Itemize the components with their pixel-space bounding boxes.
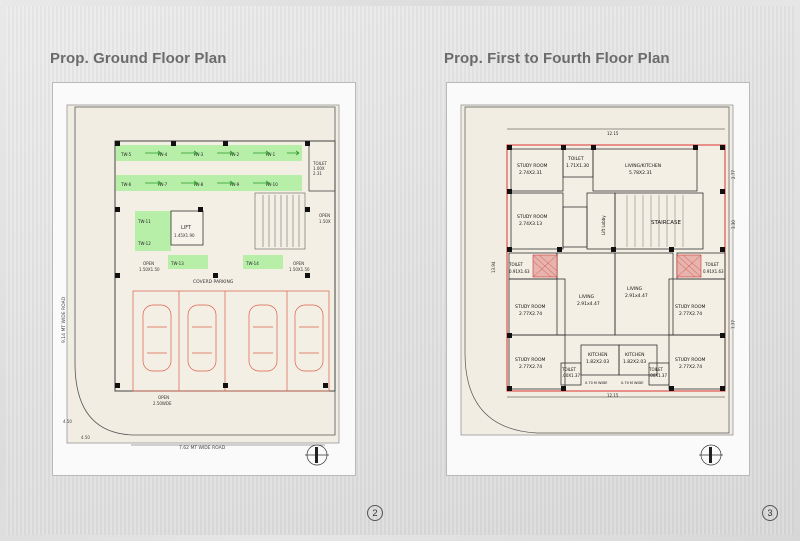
gf-open-left-size: 1.50X1.50 bbox=[139, 267, 160, 272]
ff-room-label: STUDY ROOM bbox=[675, 304, 706, 310]
ff-room-size: .00X1.37 bbox=[562, 373, 580, 378]
gf-open-left: OPEN bbox=[143, 261, 154, 266]
ff-room-label: TOILET bbox=[508, 262, 524, 267]
two-wheeler-bays bbox=[116, 145, 302, 269]
gf-lift-label: LIFT bbox=[181, 225, 192, 231]
ff-room-size: 2.91x4.47 bbox=[577, 301, 600, 307]
tw-label: TW-12 bbox=[137, 241, 151, 246]
page-number-right: 3 bbox=[762, 505, 778, 521]
ff-room-size: 1.82X2.03 bbox=[586, 359, 609, 365]
tw-label: TW-7 bbox=[156, 182, 168, 187]
ff-dim-left: 13.94 bbox=[491, 261, 496, 273]
ff-room-size: 2.77X2.74 bbox=[519, 311, 542, 317]
gf-covered-parking: COVERD PARKING bbox=[193, 279, 234, 285]
tw-label: TW-14 bbox=[245, 261, 259, 266]
ff-room-label: STUDY ROOM bbox=[517, 214, 548, 220]
ff-walls bbox=[508, 148, 726, 390]
tw-label: TW-4 bbox=[156, 152, 168, 157]
ff-dim-right-1: 2.77 bbox=[731, 170, 736, 179]
ff-room-size: 2.74X3.13 bbox=[519, 221, 542, 227]
ff-staircase-label: STAIRCASE bbox=[651, 220, 681, 226]
gf-toilet-label: TOILET bbox=[312, 161, 328, 166]
ff-room-label: STUDY ROOM bbox=[517, 163, 548, 169]
upper-floor-plan: 12.15 12.15 13.94 2.77 3.30 7.77 bbox=[460, 104, 736, 466]
ff-columns bbox=[507, 145, 725, 391]
ff-room-label: STUDY ROOM bbox=[515, 357, 546, 363]
ff-room-label: TOILET bbox=[561, 367, 577, 372]
gf-staircase bbox=[254, 192, 306, 250]
tw-label: TW-8 bbox=[192, 182, 204, 187]
ff-room-size: 2.91x4.47 bbox=[625, 293, 648, 299]
ff-lift-lobby: Lift Lobby bbox=[601, 215, 606, 235]
ff-room-label: TOILET bbox=[567, 156, 584, 162]
ff-balcony-left: 0.70 M WIDE bbox=[585, 381, 607, 385]
ff-room-label: STUDY ROOM bbox=[515, 304, 546, 310]
ff-room-label: KITCHEN bbox=[625, 352, 645, 358]
ff-dim-top: 12.15 bbox=[607, 131, 619, 136]
ff-north-arrow-icon bbox=[699, 444, 723, 466]
ff-staircase bbox=[626, 195, 684, 247]
gf-open-bottom: OPEN bbox=[158, 395, 169, 400]
gf-front-road: 7.62 MT WIDE ROAD bbox=[179, 445, 226, 451]
ground-floor-plan: TOILET 1.00X 2.31 TW-5 TW-4 TW-3 TW-2 TW… bbox=[61, 104, 340, 466]
ff-room-size: 2.74X2.31 bbox=[519, 170, 542, 176]
ff-room-size: 0.91X1.63 bbox=[509, 269, 530, 274]
tw-label: TW-5 bbox=[120, 152, 132, 157]
ff-room-size: .00X1.37 bbox=[649, 373, 667, 378]
tw-label: TW-2 bbox=[228, 152, 240, 157]
gf-toilet-size-1: 1.00X bbox=[313, 166, 325, 171]
car-parking-bays bbox=[132, 290, 330, 392]
gf-open-side-size: 1.50X bbox=[319, 219, 331, 224]
gf-open-side: OPEN bbox=[319, 213, 330, 218]
gf-north-arrow-icon bbox=[305, 444, 329, 466]
tw-label: TW-3 bbox=[192, 152, 204, 157]
ground-floor-title: Prop. Ground Floor Plan bbox=[50, 50, 227, 67]
tw-label: TW-13 bbox=[170, 261, 184, 266]
gf-dim-1: 4.50 bbox=[63, 419, 72, 424]
page-number-left: 2 bbox=[367, 505, 383, 521]
ff-room-size: 2.77X2.74 bbox=[679, 364, 702, 370]
tw-label: TW-10 bbox=[264, 182, 278, 187]
gf-toilet-size-2: 2.31 bbox=[313, 171, 322, 176]
ff-dim-right-2: 3.30 bbox=[731, 220, 736, 229]
upper-floor-title: Prop. First to Fourth Floor Plan bbox=[444, 50, 670, 67]
ff-room-label: TOILET bbox=[704, 262, 720, 267]
ff-room-size: 5.78X2.31 bbox=[629, 170, 652, 176]
ff-dim-bottom: 12.15 bbox=[607, 393, 619, 398]
tw-label: TW-11 bbox=[137, 219, 151, 224]
ff-room-size: 2.77X2.74 bbox=[519, 364, 542, 370]
gf-open-right-size: 1.50X1.50 bbox=[289, 267, 310, 272]
ff-room-label: LIVING bbox=[627, 286, 643, 292]
ff-room-size: 2.77X2.74 bbox=[679, 311, 702, 317]
ff-room-label: LIVING bbox=[579, 294, 595, 300]
upper-floor-sheet: 12.15 12.15 13.94 2.77 3.30 7.77 bbox=[446, 82, 750, 476]
ff-room-size: 0.91X1.63 bbox=[703, 269, 724, 274]
ff-dim-right-3: 7.77 bbox=[731, 320, 736, 329]
ff-ducts bbox=[532, 254, 702, 278]
gf-columns bbox=[115, 141, 328, 388]
ff-room-size: 1.71X1.30 bbox=[566, 163, 589, 169]
gf-lift-size: 1.45X1.90 bbox=[174, 233, 195, 238]
gf-dim-2: 4.50 bbox=[81, 435, 90, 440]
ff-room-label: LIVING/KITCHEN bbox=[625, 163, 661, 169]
ff-balcony-right: 0.70 M WIDE bbox=[621, 381, 643, 385]
tw-label: TW-1 bbox=[264, 152, 276, 157]
tw-label: TW-6 bbox=[120, 182, 132, 187]
tw-label: TW-9 bbox=[228, 182, 240, 187]
ground-floor-sheet: TOILET 1.00X 2.31 TW-5 TW-4 TW-3 TW-2 TW… bbox=[52, 82, 356, 476]
gf-open-bottom-size: 2.50WDE bbox=[153, 401, 172, 406]
ff-room-label: TOILET bbox=[648, 367, 664, 372]
ff-room-label: STUDY ROOM bbox=[675, 357, 706, 363]
ff-room-size: 1.82X2.03 bbox=[623, 359, 646, 365]
ff-room-label: KITCHEN bbox=[588, 352, 608, 358]
gf-open-right: OPEN bbox=[293, 261, 304, 266]
gf-side-road: 9.14 MT WIDE ROAD bbox=[61, 296, 67, 343]
